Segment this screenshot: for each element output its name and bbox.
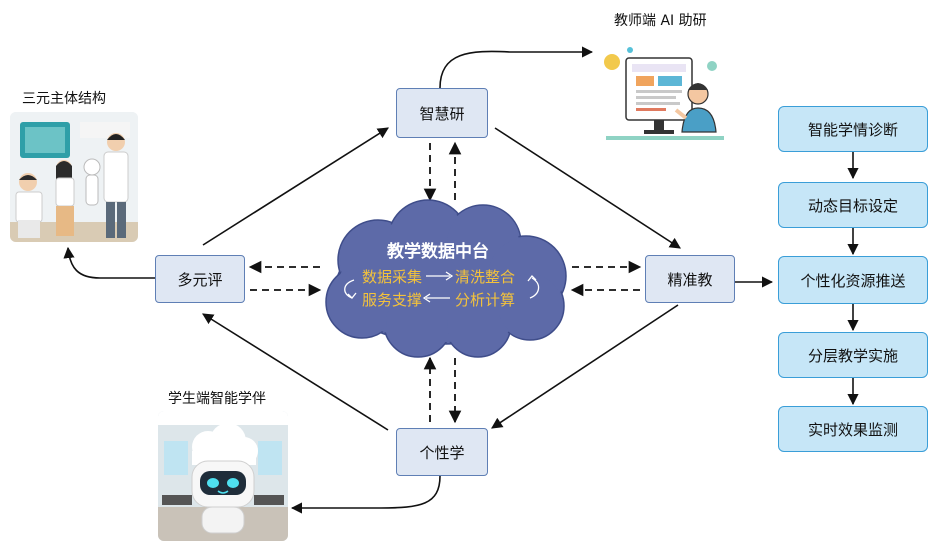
arrow-right-to-bottom <box>491 304 679 429</box>
arrow-bottom-to-left <box>202 313 389 431</box>
arrow-top-to-right <box>494 127 681 249</box>
data-platform-cloud <box>325 199 567 358</box>
step-goal-setting: 动态目标设定 <box>778 182 928 228</box>
node-precise-teaching: 精准教 <box>645 255 735 303</box>
arrow-left-to-top <box>202 127 389 246</box>
arrow-left-to-classroom <box>63 246 155 279</box>
step-tiered-teaching: 分层教学实施 <box>778 332 928 378</box>
step-resource-push: 个性化资源推送 <box>778 256 928 304</box>
caption-ai-assistant: 教师端 AI 助研 <box>614 13 707 29</box>
node-multi-evaluation: 多元评 <box>155 255 245 303</box>
teacher-ai-assistant-image <box>600 36 730 148</box>
three-subject-classroom-image <box>10 112 138 242</box>
flow-cleaning-integration: 清洗整合 <box>455 268 516 286</box>
data-platform-title: 教学数据中台 <box>387 242 489 262</box>
node-personalized-learning: 个性学 <box>396 428 488 476</box>
caption-three-subject-structure: 三元主体结构 <box>22 91 106 107</box>
step-learning-diagnosis: 智能学情诊断 <box>778 106 928 152</box>
flow-analysis-computing: 分析计算 <box>455 291 516 309</box>
flow-data-collection: 数据采集 <box>362 268 423 286</box>
student-companion-robot-image <box>158 411 288 541</box>
caption-student-companion: 学生端智能学伴 <box>168 391 266 407</box>
flow-service-support: 服务支撑 <box>362 291 423 309</box>
node-smart-research: 智慧研 <box>396 88 488 138</box>
step-realtime-monitoring: 实时效果监测 <box>778 406 928 452</box>
arrow-top-to-ai-assistant <box>439 46 594 89</box>
arrow-bottom-to-robot <box>290 475 441 514</box>
